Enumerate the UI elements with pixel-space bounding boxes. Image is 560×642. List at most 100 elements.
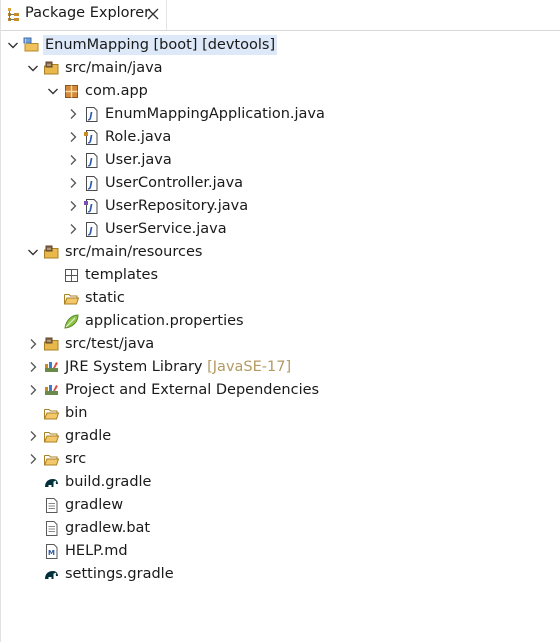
- item-name: gradlew: [65, 497, 124, 513]
- text-file-icon: [43, 520, 60, 537]
- tree-item-settings-gradle[interactable]: settings.gradle: [1, 563, 560, 586]
- tree-item-userservice-java[interactable]: J UserService.java: [1, 218, 560, 241]
- source-folder-icon: [43, 60, 60, 77]
- svg-text:J: J: [87, 204, 93, 214]
- tree-item-label: Role.java: [103, 127, 173, 147]
- tab-package-explorer[interactable]: Package Explorer: [1, 0, 167, 30]
- tree-item-label: src: [63, 449, 88, 469]
- tree-item-role-java[interactable]: J Role.java: [1, 126, 560, 149]
- tree-item-jre-system-library[interactable]: JRE System Library [JavaSE-17]: [1, 356, 560, 379]
- tree-item-gradle[interactable]: gradle: [1, 425, 560, 448]
- tree-item-label: UserService.java: [103, 219, 229, 239]
- tree-item-label: templates: [83, 265, 160, 285]
- item-name: templates: [85, 267, 159, 283]
- item-decoration: [boot] [devtools]: [148, 37, 276, 53]
- item-name: src: [65, 451, 87, 467]
- chevron-right-icon[interactable]: [67, 108, 79, 120]
- tree-item-user-java[interactable]: J User.java: [1, 149, 560, 172]
- gradle-elephant-icon: [43, 566, 60, 583]
- java-enum-file-icon: J: [83, 129, 100, 146]
- chevron-right-icon[interactable]: [67, 200, 79, 212]
- chevron-right-icon[interactable]: [27, 453, 39, 465]
- svg-text:J: J: [87, 158, 93, 168]
- tree-item-com-app[interactable]: com.app: [1, 80, 560, 103]
- tree-item-label: Project and External Dependencies: [63, 380, 321, 400]
- svg-text:J: J: [87, 227, 93, 237]
- library-icon: [43, 359, 60, 376]
- tree-item-src[interactable]: src: [1, 448, 560, 471]
- item-name: src/test/java: [65, 336, 155, 352]
- markdown-file-icon: M: [43, 543, 60, 560]
- java-interface-file-icon: J: [83, 198, 100, 215]
- tree-item-application-properties[interactable]: application.properties: [1, 310, 560, 333]
- project-icon: J: [23, 37, 40, 54]
- chevron-right-icon[interactable]: [67, 223, 79, 235]
- tree-item-gradlew[interactable]: gradlew: [1, 494, 560, 517]
- chevron-down-icon[interactable]: [27, 62, 39, 74]
- chevron-right-icon[interactable]: [27, 384, 39, 396]
- tree-item-help-md[interactable]: M HELP.md: [1, 540, 560, 563]
- tree-item-label: src/main/resources: [63, 242, 204, 262]
- tree-item-label: com.app: [83, 81, 150, 101]
- tree-item-usercontroller-java[interactable]: J UserController.java: [1, 172, 560, 195]
- chevron-down-icon[interactable]: [27, 246, 39, 258]
- library-icon: [43, 382, 60, 399]
- item-name: gradle: [65, 428, 112, 444]
- svg-text:J: J: [87, 135, 93, 145]
- chevron-down-icon[interactable]: [47, 85, 59, 97]
- tree-item-label: User.java: [103, 150, 174, 170]
- chevron-right-icon[interactable]: [27, 361, 39, 373]
- svg-text:J: J: [24, 39, 26, 45]
- tree-item-src-main-java[interactable]: src/main/java: [1, 57, 560, 80]
- item-name: Role.java: [105, 129, 172, 145]
- tree-item-label: UserController.java: [103, 173, 245, 193]
- tree-item-static[interactable]: static: [1, 287, 560, 310]
- open-folder-icon: [43, 428, 60, 445]
- item-name: bin: [65, 405, 88, 421]
- item-name: UserService.java: [105, 221, 227, 237]
- tree-item-label: HELP.md: [63, 541, 130, 561]
- tree-item-label: JRE System Library [JavaSE-17]: [63, 357, 293, 377]
- item-name: JRE System Library: [65, 359, 203, 375]
- close-icon[interactable]: [145, 5, 161, 23]
- tree-item-gradlew-bat[interactable]: gradlew.bat: [1, 517, 560, 540]
- tree-item-label: src/main/java: [63, 58, 165, 78]
- tree-item-src-main-resources[interactable]: src/main/resources: [1, 241, 560, 264]
- empty-package-icon: [63, 267, 80, 284]
- view-tab-bar: Package Explorer: [1, 0, 560, 31]
- chevron-right-icon[interactable]: [67, 154, 79, 166]
- chevron-right-icon[interactable]: [67, 177, 79, 189]
- gradle-elephant-icon: [43, 474, 60, 491]
- spring-leaf-icon: [63, 313, 80, 330]
- tree-item-project-and-external-dependencies[interactable]: Project and External Dependencies: [1, 379, 560, 402]
- svg-text:J: J: [87, 181, 93, 191]
- item-name: Project and External Dependencies: [65, 382, 320, 398]
- item-name: com.app: [85, 83, 148, 99]
- tree-item-src-test-java[interactable]: src/test/java: [1, 333, 560, 356]
- java-class-file-icon: J: [83, 175, 100, 192]
- chevron-right-icon[interactable]: [67, 131, 79, 143]
- svg-text:M: M: [48, 549, 55, 557]
- tree-item-templates[interactable]: templates: [1, 264, 560, 287]
- java-class-file-icon: J: [83, 221, 100, 238]
- chevron-right-icon[interactable]: [27, 430, 39, 442]
- package-icon: [63, 83, 80, 100]
- tree-item-label: bin: [63, 403, 89, 423]
- tree-item-label: src/test/java: [63, 334, 156, 354]
- tree-item-label: EnumMappingApplication.java: [103, 104, 327, 124]
- chevron-right-icon[interactable]: [27, 338, 39, 350]
- open-folder-icon: [63, 290, 80, 307]
- item-name: UserRepository.java: [105, 198, 249, 214]
- tree-item-build-gradle[interactable]: build.gradle: [1, 471, 560, 494]
- item-decoration: [JavaSE-17]: [202, 359, 292, 375]
- tree-item-label: UserRepository.java: [103, 196, 250, 216]
- package-explorer-icon: [6, 7, 22, 23]
- tree-item-userrepository-java[interactable]: J UserRepository.java: [1, 195, 560, 218]
- tree-item-label: build.gradle: [63, 472, 153, 492]
- item-name: EnumMappingApplication.java: [105, 106, 325, 122]
- tree-item-label: settings.gradle: [63, 564, 176, 584]
- chevron-down-icon[interactable]: [7, 39, 19, 51]
- tree-item-bin[interactable]: bin: [1, 402, 560, 425]
